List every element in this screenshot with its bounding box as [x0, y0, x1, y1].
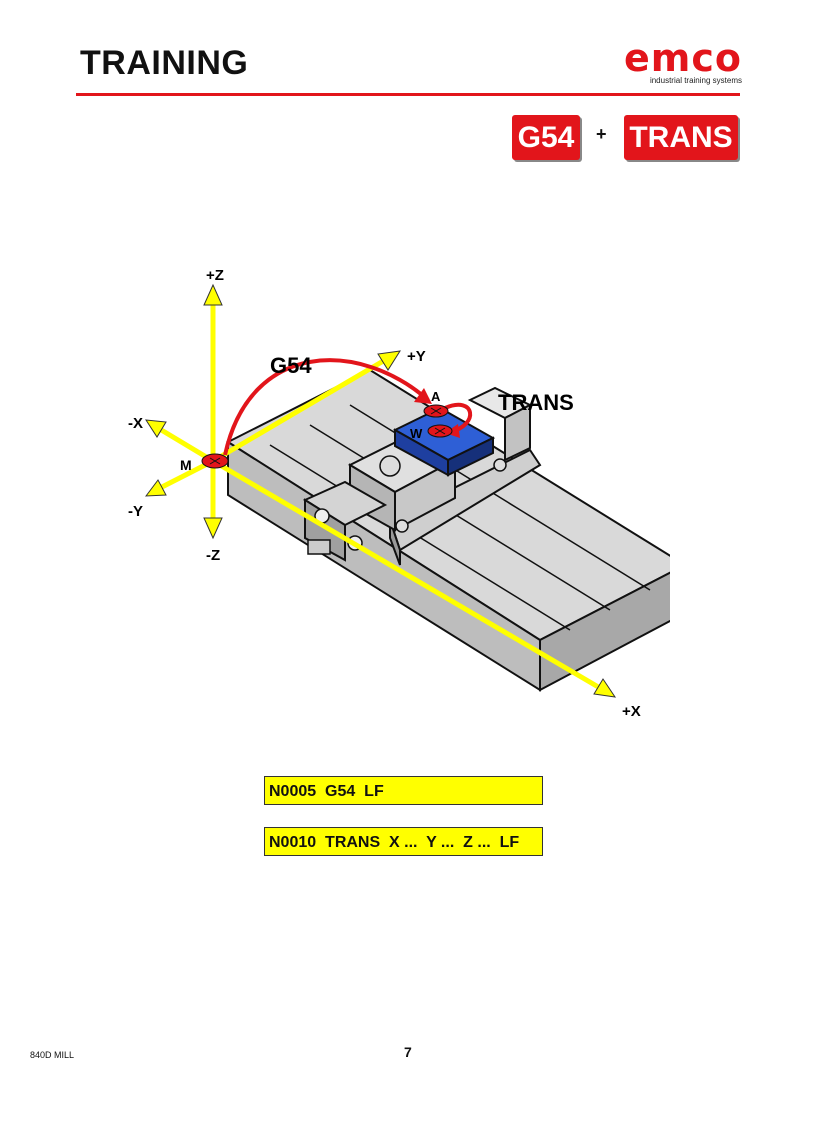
code-line-1: N0005 G54 LF — [264, 776, 543, 805]
label-a: A — [431, 389, 441, 404]
trans-badge: TRANS — [624, 115, 738, 160]
g54-arc — [223, 358, 430, 456]
emco-logo: emco industrial training systems — [622, 38, 742, 86]
page-title: TRAINING — [80, 44, 249, 82]
label-pz: +Z — [206, 267, 224, 284]
label-mz: -Z — [206, 547, 220, 564]
label-px: +X — [622, 703, 641, 720]
label-my: -Y — [128, 503, 143, 520]
page-number: 7 — [404, 1044, 412, 1060]
point-m — [201, 453, 229, 469]
logo-wordmark: emco — [624, 36, 742, 80]
label-py: +Y — [407, 348, 426, 365]
workpiece-side — [447, 436, 494, 477]
logo-tagline: industrial training systems — [649, 76, 742, 85]
code-line-2: N0010 TRANS X ... Y ... Z ... LF — [264, 827, 543, 856]
header-rule — [76, 93, 740, 96]
label-mx: -X — [128, 415, 143, 432]
machine-table-diagram: +Z -Z +Y -Y +X -X M A W G54 TRANS — [128, 267, 670, 720]
coordinate-axes — [144, 283, 617, 698]
point-a — [423, 404, 449, 418]
footer-doc-label: 840D MILL — [30, 1050, 75, 1060]
label-g54: G54 — [270, 353, 312, 378]
table-side — [539, 571, 670, 692]
point-w — [427, 424, 453, 438]
label-w: W — [410, 426, 423, 441]
plus-sign: + — [596, 124, 607, 144]
label-m: M — [180, 457, 192, 473]
label-trans: TRANS — [498, 390, 574, 415]
g54-badge: G54 — [512, 115, 580, 160]
